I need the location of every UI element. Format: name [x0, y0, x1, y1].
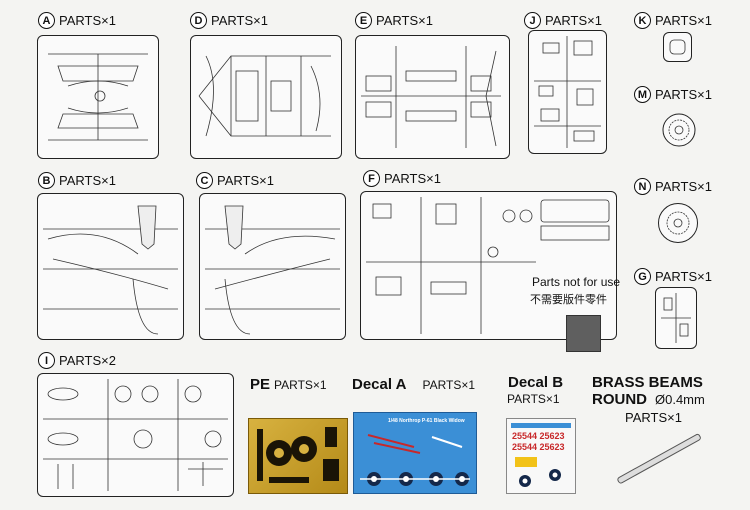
letter-f: F — [363, 170, 380, 187]
letter-a: A — [38, 12, 55, 29]
letter-j: J — [524, 12, 541, 29]
sprue-n-drawing — [666, 211, 690, 235]
sprue-i-drawing — [43, 379, 228, 491]
letter-c: C — [196, 172, 213, 189]
label-f: F PARTS×1 — [363, 170, 441, 187]
brass-title-2: ROUND — [592, 391, 647, 408]
decal-b-drawing: 25544 25623 25544 25623 — [511, 423, 571, 487]
not-for-use-zh: 不需要版件零件 — [530, 294, 607, 306]
sprue-m — [661, 112, 697, 148]
brass-rod — [616, 432, 702, 485]
sprue-g-drawing — [661, 293, 691, 343]
count-n: PARTS×1 — [655, 179, 712, 194]
sprue-i — [37, 373, 234, 497]
count-b: PARTS×1 — [59, 173, 116, 188]
letter-i: I — [38, 352, 55, 369]
brass-title-1: BRASS BEAMS — [592, 374, 703, 391]
sprue-k-drawing — [669, 39, 686, 55]
count-f: PARTS×1 — [384, 171, 441, 186]
sprue-j-drawing — [534, 36, 601, 148]
count-j: PARTS×1 — [545, 13, 602, 28]
label-decal-a: Decal A PARTS×1 — [352, 376, 475, 393]
decal-b-sheet: 25544 25623 25544 25623 — [506, 418, 576, 494]
brass-size: Ø0.4mm — [655, 392, 705, 407]
letter-m: M — [634, 86, 651, 103]
decal-b-serial-1: 25544 25623 — [512, 431, 565, 441]
count-a: PARTS×1 — [59, 13, 116, 28]
label-d: D PARTS×1 — [190, 12, 268, 29]
decal-b-title: Decal B — [508, 374, 564, 391]
label-pe: PE PARTS×1 — [250, 376, 327, 393]
letter-n: N — [634, 178, 651, 195]
label-n: N PARTS×1 — [634, 178, 712, 195]
sprue-m-drawing — [662, 113, 696, 147]
grey-part-swatch — [566, 315, 601, 352]
decal-a-count: PARTS×1 — [422, 377, 476, 392]
photo-etch-fret — [248, 418, 348, 494]
sprue-j — [528, 30, 607, 154]
pe-title: PE — [250, 376, 271, 393]
label-g: G PARTS×1 — [634, 268, 712, 285]
pe-count: PARTS×1 — [274, 377, 327, 392]
sprue-g — [655, 287, 697, 349]
count-k: PARTS×1 — [655, 13, 712, 28]
label-j: J PARTS×1 — [524, 12, 602, 29]
label-a: A PARTS×1 — [38, 12, 116, 29]
sprue-e — [355, 35, 510, 159]
decal-a-sheet: 1/48 Northrop P-61 Black Widow — [353, 412, 477, 494]
letter-g: G — [634, 268, 651, 285]
count-g: PARTS×1 — [655, 269, 712, 284]
label-e: E PARTS×1 — [355, 12, 433, 29]
sprue-d — [190, 35, 342, 159]
sprue-b — [37, 193, 184, 340]
not-for-use-en: Parts not for use — [532, 275, 621, 289]
sprue-n — [658, 203, 698, 243]
decal-b-serial-2: 25544 25623 — [512, 442, 565, 452]
letter-d: D — [190, 12, 207, 29]
pe-fret-drawing — [257, 427, 339, 483]
sprue-e-drawing — [361, 46, 501, 148]
count-e: PARTS×1 — [376, 13, 433, 28]
sprue-b-drawing — [43, 205, 178, 335]
label-b: B PARTS×1 — [38, 172, 116, 189]
count-i: PARTS×2 — [59, 353, 116, 368]
count-c: PARTS×1 — [217, 173, 274, 188]
brass-title-2-row: ROUND Ø0.4mm — [592, 391, 705, 408]
sprue-c-drawing — [205, 205, 340, 335]
letter-k: K — [634, 12, 651, 29]
decal-a-title: Decal A — [352, 376, 407, 393]
sprue-a-drawing — [48, 53, 148, 141]
label-m: M PARTS×1 — [634, 86, 712, 103]
letter-b: B — [38, 172, 55, 189]
label-c: C PARTS×1 — [196, 172, 274, 189]
decal-a-sheet-title: 1/48 Northrop P-61 Black Widow — [388, 418, 465, 424]
letter-e: E — [355, 12, 372, 29]
decal-b-count: PARTS×1 — [507, 392, 560, 406]
label-k: K PARTS×1 — [634, 12, 712, 29]
sprue-a — [37, 35, 159, 159]
count-m: PARTS×1 — [655, 87, 712, 102]
sprue-c — [199, 193, 346, 340]
brass-count: PARTS×1 — [625, 410, 682, 425]
sprue-k — [663, 32, 692, 62]
decal-a-drawing: 1/48 Northrop P-61 Black Widow — [354, 413, 476, 493]
count-d: PARTS×1 — [211, 13, 268, 28]
sprue-f-drawing — [366, 197, 610, 334]
label-i: I PARTS×2 — [38, 352, 116, 369]
sprue-d-drawing — [198, 55, 331, 137]
